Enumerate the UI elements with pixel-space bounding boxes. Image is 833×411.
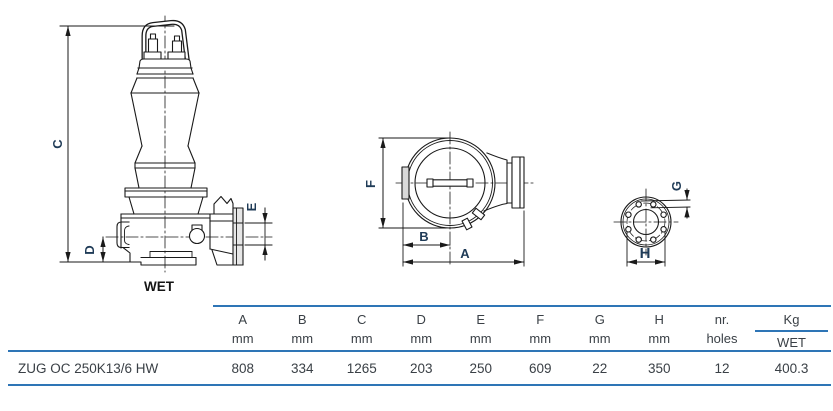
cell-g: 22 xyxy=(592,360,608,376)
dim-label-e: E xyxy=(244,202,259,211)
dimension-table: A mm B mm C mm D mm E mm F mm xyxy=(8,305,831,386)
table-header-row: A mm B mm C mm D mm E mm F mm xyxy=(8,305,831,352)
col-header-kg-wet: Kg WET xyxy=(755,310,828,350)
dim-label-f: F xyxy=(363,180,378,188)
dim-label-a: A xyxy=(460,246,470,261)
cell-e: 250 xyxy=(469,360,493,376)
col-header-c: C mm xyxy=(350,312,373,346)
col-header-g: G mm xyxy=(588,312,611,346)
cell-f: 609 xyxy=(528,360,552,376)
col-header-b: B mm xyxy=(291,312,314,346)
pump-dimension-drawings: C D E WET F B A G H xyxy=(50,15,691,294)
cell-b: 334 xyxy=(290,360,314,376)
col-header-f: F mm xyxy=(529,312,552,346)
dim-label-c: C xyxy=(50,139,65,149)
cell-nr-holes: 12 xyxy=(714,360,730,376)
col-header-e: E mm xyxy=(469,312,492,346)
cell-d: 203 xyxy=(409,360,433,376)
model-name-cell: ZUG OC 250K13/6 HW xyxy=(18,360,159,376)
table-row: ZUG OC 250K13/6 HW 808 334 1265 203 250 … xyxy=(8,352,831,386)
col-header-h: H mm xyxy=(648,312,671,346)
cell-kg-wet: 400.3 xyxy=(774,360,809,376)
dim-label-d: D xyxy=(82,245,97,254)
dim-label-g: G xyxy=(669,181,684,191)
col-header-a: A mm xyxy=(231,312,254,346)
discharge-flange-drawing xyxy=(613,188,691,267)
kg-wet-divider xyxy=(755,330,828,332)
cell-h: 350 xyxy=(647,360,671,376)
side-view-caption: WET xyxy=(144,279,175,294)
dim-label-h: H xyxy=(640,245,651,262)
cell-a: 808 xyxy=(231,360,255,376)
col-header-nr-holes: nr. holes xyxy=(706,312,738,346)
pump-top-view-drawing xyxy=(378,131,535,267)
col-header-d: D mm xyxy=(410,312,433,346)
pump-side-view-drawing xyxy=(59,15,273,273)
model-header-spacer xyxy=(8,305,213,350)
dim-label-b: B xyxy=(419,229,428,244)
cell-c: 1265 xyxy=(346,360,377,376)
